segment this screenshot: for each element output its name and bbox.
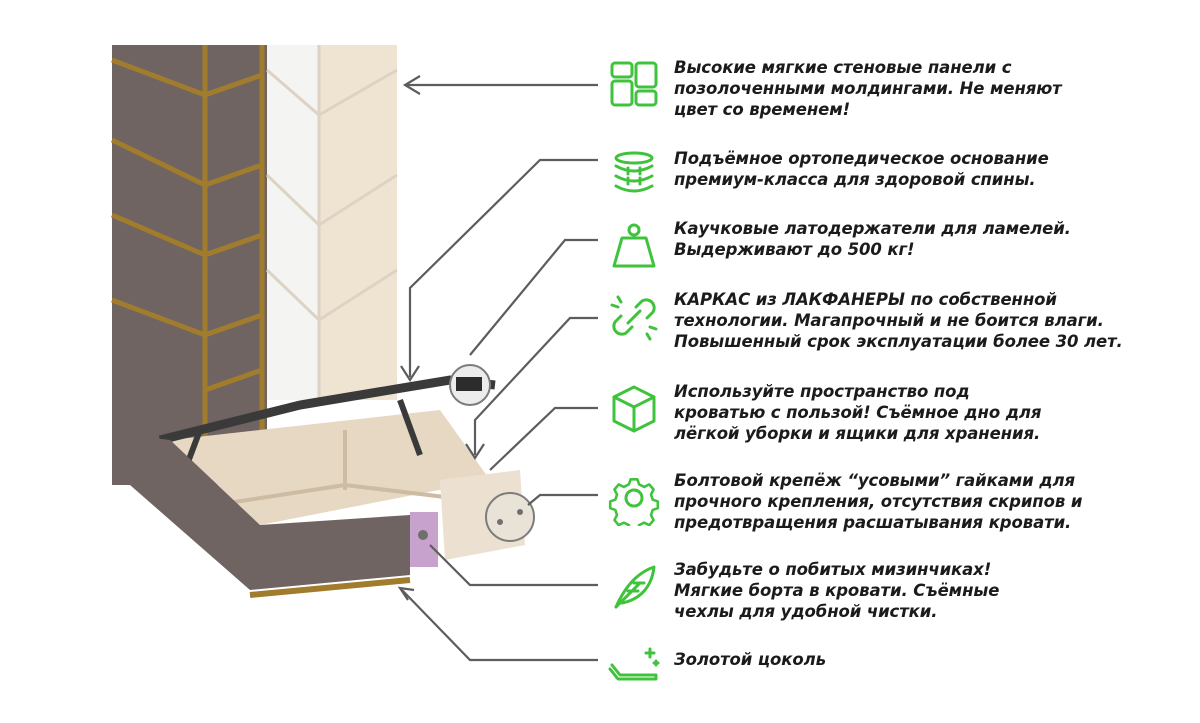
pointer-storage xyxy=(489,406,598,471)
pointer-frame xyxy=(473,316,598,455)
box-cube-icon xyxy=(606,381,662,437)
gold-moldings xyxy=(110,45,265,440)
feature-storage: Используйте пространство под кроватью с … xyxy=(606,381,1196,451)
feature-text: Болтовой крепёж “усовыми” гайками для пр… xyxy=(674,471,1083,532)
weight-icon xyxy=(606,218,662,274)
wall-panels xyxy=(110,45,398,485)
panels-grid-icon xyxy=(606,57,662,113)
feature-text: Забудьте о побитых мизинчиках! Мягкие бо… xyxy=(674,560,1000,621)
feature-bolts: Болтовой крепёж “усовыми” гайками для пр… xyxy=(606,470,1196,540)
pointer-lift-base xyxy=(408,158,598,377)
panel-seams xyxy=(265,45,398,400)
pointer-gold-plinth xyxy=(401,589,598,662)
broken-chain-icon xyxy=(606,289,662,345)
feature-frame: КАРКАС из ЛАКФАНЕРЫ по собственной техно… xyxy=(606,289,1196,359)
pointer-soft-sides xyxy=(429,544,598,587)
pointer-latoflex xyxy=(469,238,598,356)
feature-text: Золотой цоколь xyxy=(674,650,826,669)
feature-text: Высокие мягкие стеновые панели с позолоч… xyxy=(674,58,1062,119)
feature-text: Подъёмное ортопедическое основание преми… xyxy=(674,149,1049,189)
feature-text: Каучковые латодержатели для ламелей. Выд… xyxy=(674,219,1071,259)
feature-soft-sides: Забудьте о побитых мизинчиках! Мягкие бо… xyxy=(606,559,1196,629)
feature-wall-panels: Высокие мягкие стеновые панели с позолоч… xyxy=(606,57,1196,127)
gold-plinth-icon xyxy=(606,641,662,697)
feature-latoflex: Каучковые латодержатели для ламелей. Выд… xyxy=(606,218,1196,288)
bed-base xyxy=(130,364,535,598)
feature-text: Используйте пространство под кроватью с … xyxy=(674,382,1042,443)
feature-gold-plinth: Золотой цоколь xyxy=(606,641,1196,711)
feature-lift-base: Подъёмное ортопедическое основание преми… xyxy=(606,148,1196,218)
pointer-arrows xyxy=(401,83,598,662)
spring-stack-icon xyxy=(606,148,662,204)
feather-icon xyxy=(606,559,662,615)
arrow-heads xyxy=(397,75,485,601)
pointer-bolts xyxy=(527,493,598,506)
gear-nut-icon xyxy=(606,470,662,526)
feature-text: КАРКАС из ЛАКФАНЕРЫ по собственной техно… xyxy=(674,290,1123,351)
